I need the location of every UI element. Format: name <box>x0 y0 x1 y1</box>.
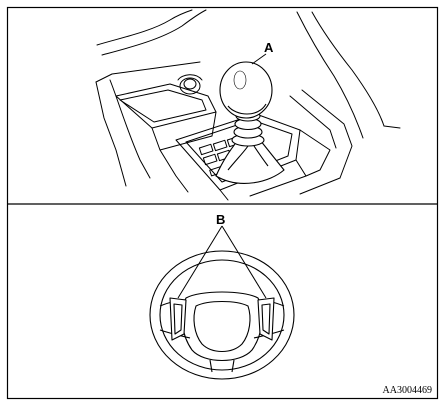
outer-frame <box>6 6 439 400</box>
figure-code: AA3004469 <box>383 385 432 396</box>
callout-a: A <box>251 40 274 65</box>
gear-shift-lever <box>215 61 285 184</box>
center-console-illustration <box>95 9 401 201</box>
steering-wheel <box>149 250 295 380</box>
right-paddle-shifter <box>257 297 275 341</box>
left-paddle-shifter <box>169 297 187 341</box>
callout-b: B <box>177 212 267 299</box>
callout-b-label: B <box>216 212 225 227</box>
callout-a-label: A <box>264 40 274 55</box>
